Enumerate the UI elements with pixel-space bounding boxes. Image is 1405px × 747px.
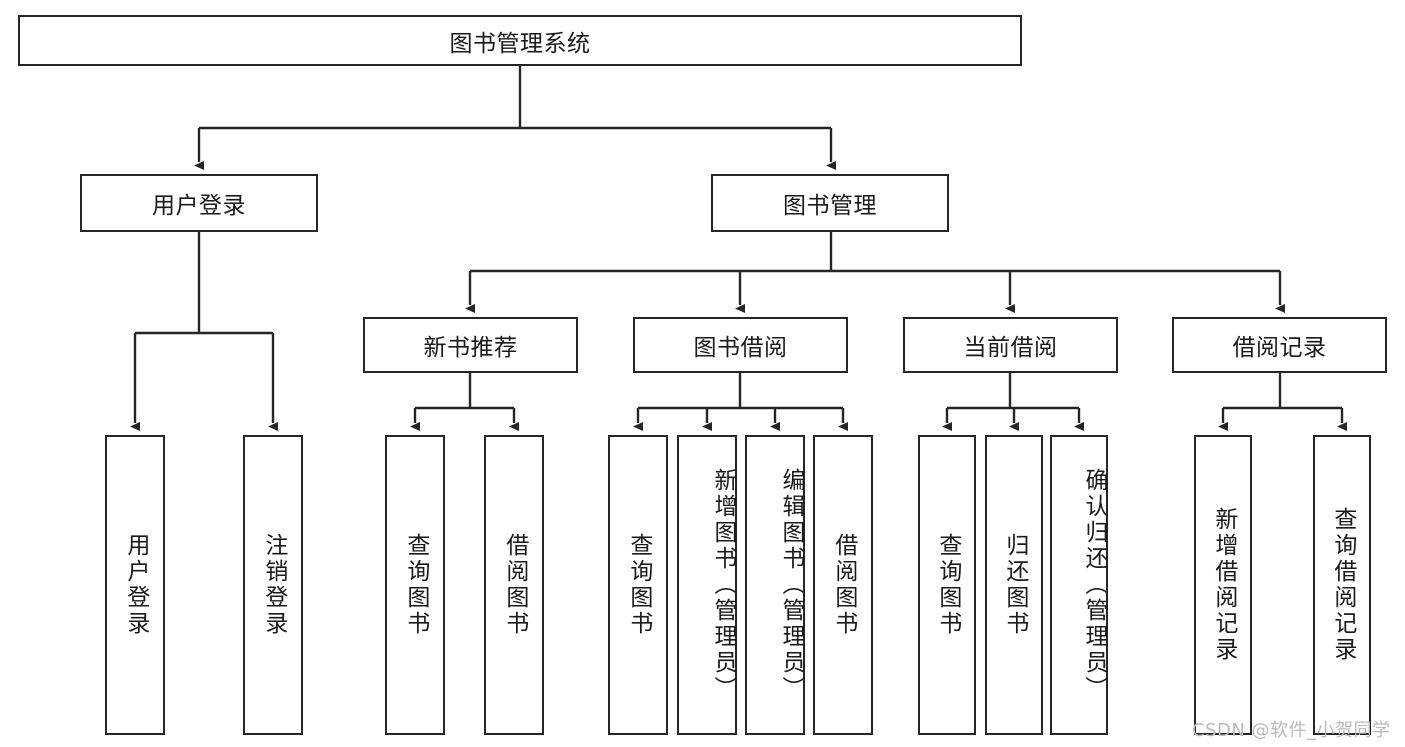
node-leaf-confirm-return-admin-label: 确认归还（管理员）	[1081, 468, 1107, 702]
node-new-book-recommend-label: 新书推荐	[423, 335, 518, 361]
node-leaf-add-borrow-record[interactable]: 新增借阅记录	[1194, 435, 1252, 735]
node-book-management[interactable]: 图书管理	[711, 174, 949, 232]
csdn-watermark: CSDN @软件_小贺同学	[1192, 720, 1391, 741]
node-leaf-borrow-book-1-label: 借阅图书	[501, 533, 528, 637]
node-leaf-return-book[interactable]: 归还图书	[985, 435, 1043, 735]
node-user-login[interactable]: 用户登录	[80, 174, 318, 232]
node-root-system[interactable]: 图书管理系统	[18, 15, 1022, 66]
node-current-borrow[interactable]: 当前借阅	[903, 317, 1118, 373]
node-leaf-query-book-2-label: 查询图书	[625, 533, 652, 637]
node-leaf-add-book-admin[interactable]: 新增图书（管理员）	[677, 435, 737, 735]
node-leaf-query-book-1-label: 查询图书	[402, 533, 429, 637]
node-leaf-add-book-admin-label: 新增图书（管理员）	[710, 468, 736, 702]
node-leaf-add-borrow-record-label: 新增借阅记录	[1210, 507, 1237, 663]
node-leaf-confirm-return-admin[interactable]: 确认归还（管理员）	[1050, 435, 1108, 735]
node-book-management-label: 图书管理	[783, 193, 877, 219]
node-book-borrow-label: 图书借阅	[693, 335, 788, 361]
node-leaf-query-book-2[interactable]: 查询图书	[608, 435, 668, 735]
node-leaf-return-book-label: 归还图书	[1001, 533, 1028, 637]
node-leaf-edit-book-admin[interactable]: 编辑图书（管理员）	[745, 435, 805, 735]
node-leaf-logout-login-label: 注销登录	[260, 533, 287, 637]
node-borrow-record[interactable]: 借阅记录	[1172, 317, 1387, 373]
node-leaf-borrow-book-2[interactable]: 借阅图书	[813, 435, 873, 735]
node-leaf-query-book-3-label: 查询图书	[934, 533, 961, 637]
node-leaf-borrow-book-1[interactable]: 借阅图书	[484, 435, 544, 735]
node-leaf-borrow-book-2-label: 借阅图书	[830, 533, 857, 637]
node-leaf-query-borrow-record-label: 查询借阅记录	[1329, 507, 1356, 663]
node-book-borrow[interactable]: 图书借阅	[633, 317, 848, 373]
node-new-book-recommend[interactable]: 新书推荐	[363, 317, 578, 373]
node-leaf-query-book-1[interactable]: 查询图书	[385, 435, 445, 735]
node-user-login-label: 用户登录	[152, 193, 246, 219]
node-root-label: 图书管理系统	[449, 30, 591, 57]
node-leaf-user-login-label: 用户登录	[122, 533, 149, 637]
node-leaf-edit-book-admin-label: 编辑图书（管理员）	[778, 468, 804, 702]
node-leaf-user-login[interactable]: 用户登录	[105, 435, 165, 735]
node-current-borrow-label: 当前借阅	[963, 335, 1058, 361]
node-borrow-record-label: 借阅记录	[1232, 335, 1327, 361]
node-leaf-logout-login[interactable]: 注销登录	[243, 435, 303, 735]
node-leaf-query-book-3[interactable]: 查询图书	[918, 435, 976, 735]
node-leaf-query-borrow-record[interactable]: 查询借阅记录	[1313, 435, 1371, 735]
